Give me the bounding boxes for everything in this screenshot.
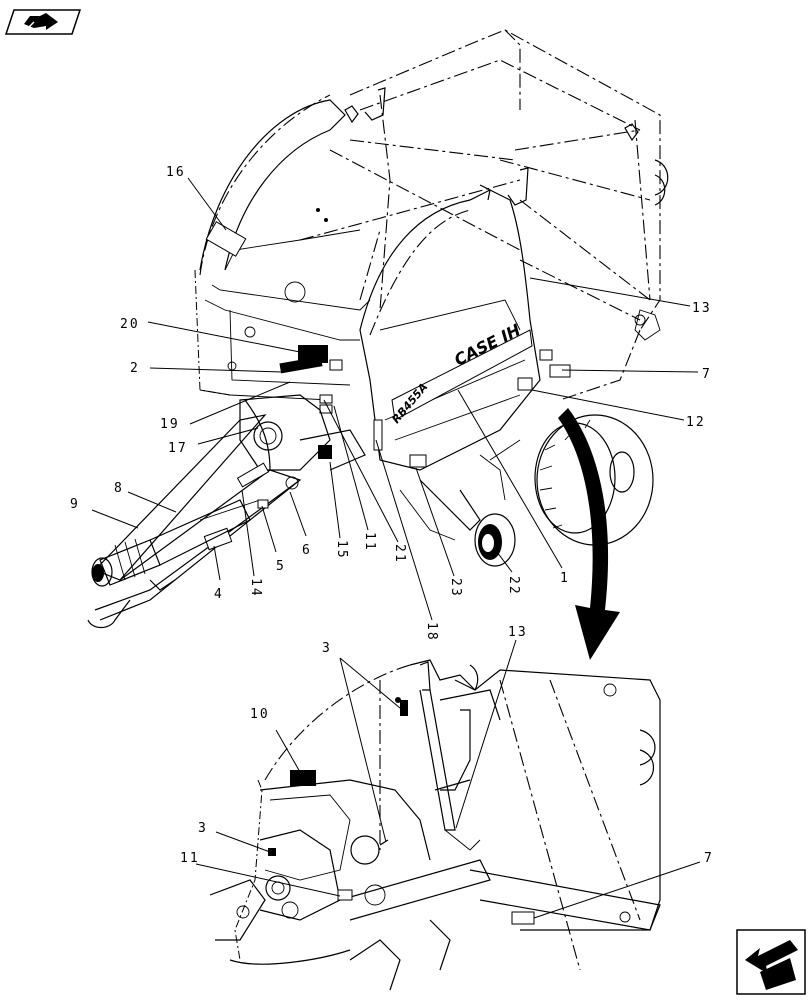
- callout-12: 12: [686, 415, 706, 430]
- callout-21: 21: [392, 544, 407, 564]
- book-arrow-icon[interactable]: [4, 9, 82, 35]
- callout-14: 14: [248, 578, 263, 598]
- callout-lower-13: 13: [508, 625, 528, 640]
- gauge-wheel: [474, 513, 516, 567]
- callout-1: 1: [560, 571, 570, 586]
- callout-lower-3b: 3: [198, 821, 208, 836]
- callout-9: 9: [70, 497, 80, 512]
- callout-17: 17: [168, 441, 188, 456]
- callout-11: 11: [362, 532, 377, 552]
- callout-lower-10: 10: [250, 707, 270, 722]
- callout-22: 22: [506, 576, 521, 596]
- baler-rear-view: CASE IH RB455A: [87, 29, 669, 629]
- callout-4: 4: [214, 587, 224, 602]
- callout-2: 2: [130, 361, 140, 376]
- callout-20: 20: [120, 317, 140, 332]
- callout-5: 5: [276, 559, 286, 574]
- model-decal: CASE IH RB455A: [389, 320, 533, 426]
- callout-23: 23: [448, 578, 463, 598]
- callout-13: 13: [692, 301, 712, 316]
- callout-19: 19: [160, 417, 180, 432]
- callout-6: 6: [302, 543, 312, 558]
- callout-lower-3a: 3: [322, 641, 332, 656]
- callout-15: 15: [334, 540, 349, 560]
- callout-18: 18: [424, 622, 439, 642]
- callout-7: 7: [702, 367, 712, 382]
- callout-16: 16: [166, 165, 186, 180]
- callout-lower-11: 11: [180, 851, 200, 866]
- baler-side-detail: [209, 659, 661, 991]
- leader-lines: [91, 177, 701, 919]
- callout-8: 8: [114, 481, 124, 496]
- callout-labels: 16 20 2 19 17 9 8 4 14 5 6 15 11 21 18 2…: [70, 165, 714, 866]
- view-arrow: [558, 408, 620, 660]
- callout-lower-7: 7: [704, 851, 714, 866]
- return-arrow-icon[interactable]: [736, 929, 806, 995]
